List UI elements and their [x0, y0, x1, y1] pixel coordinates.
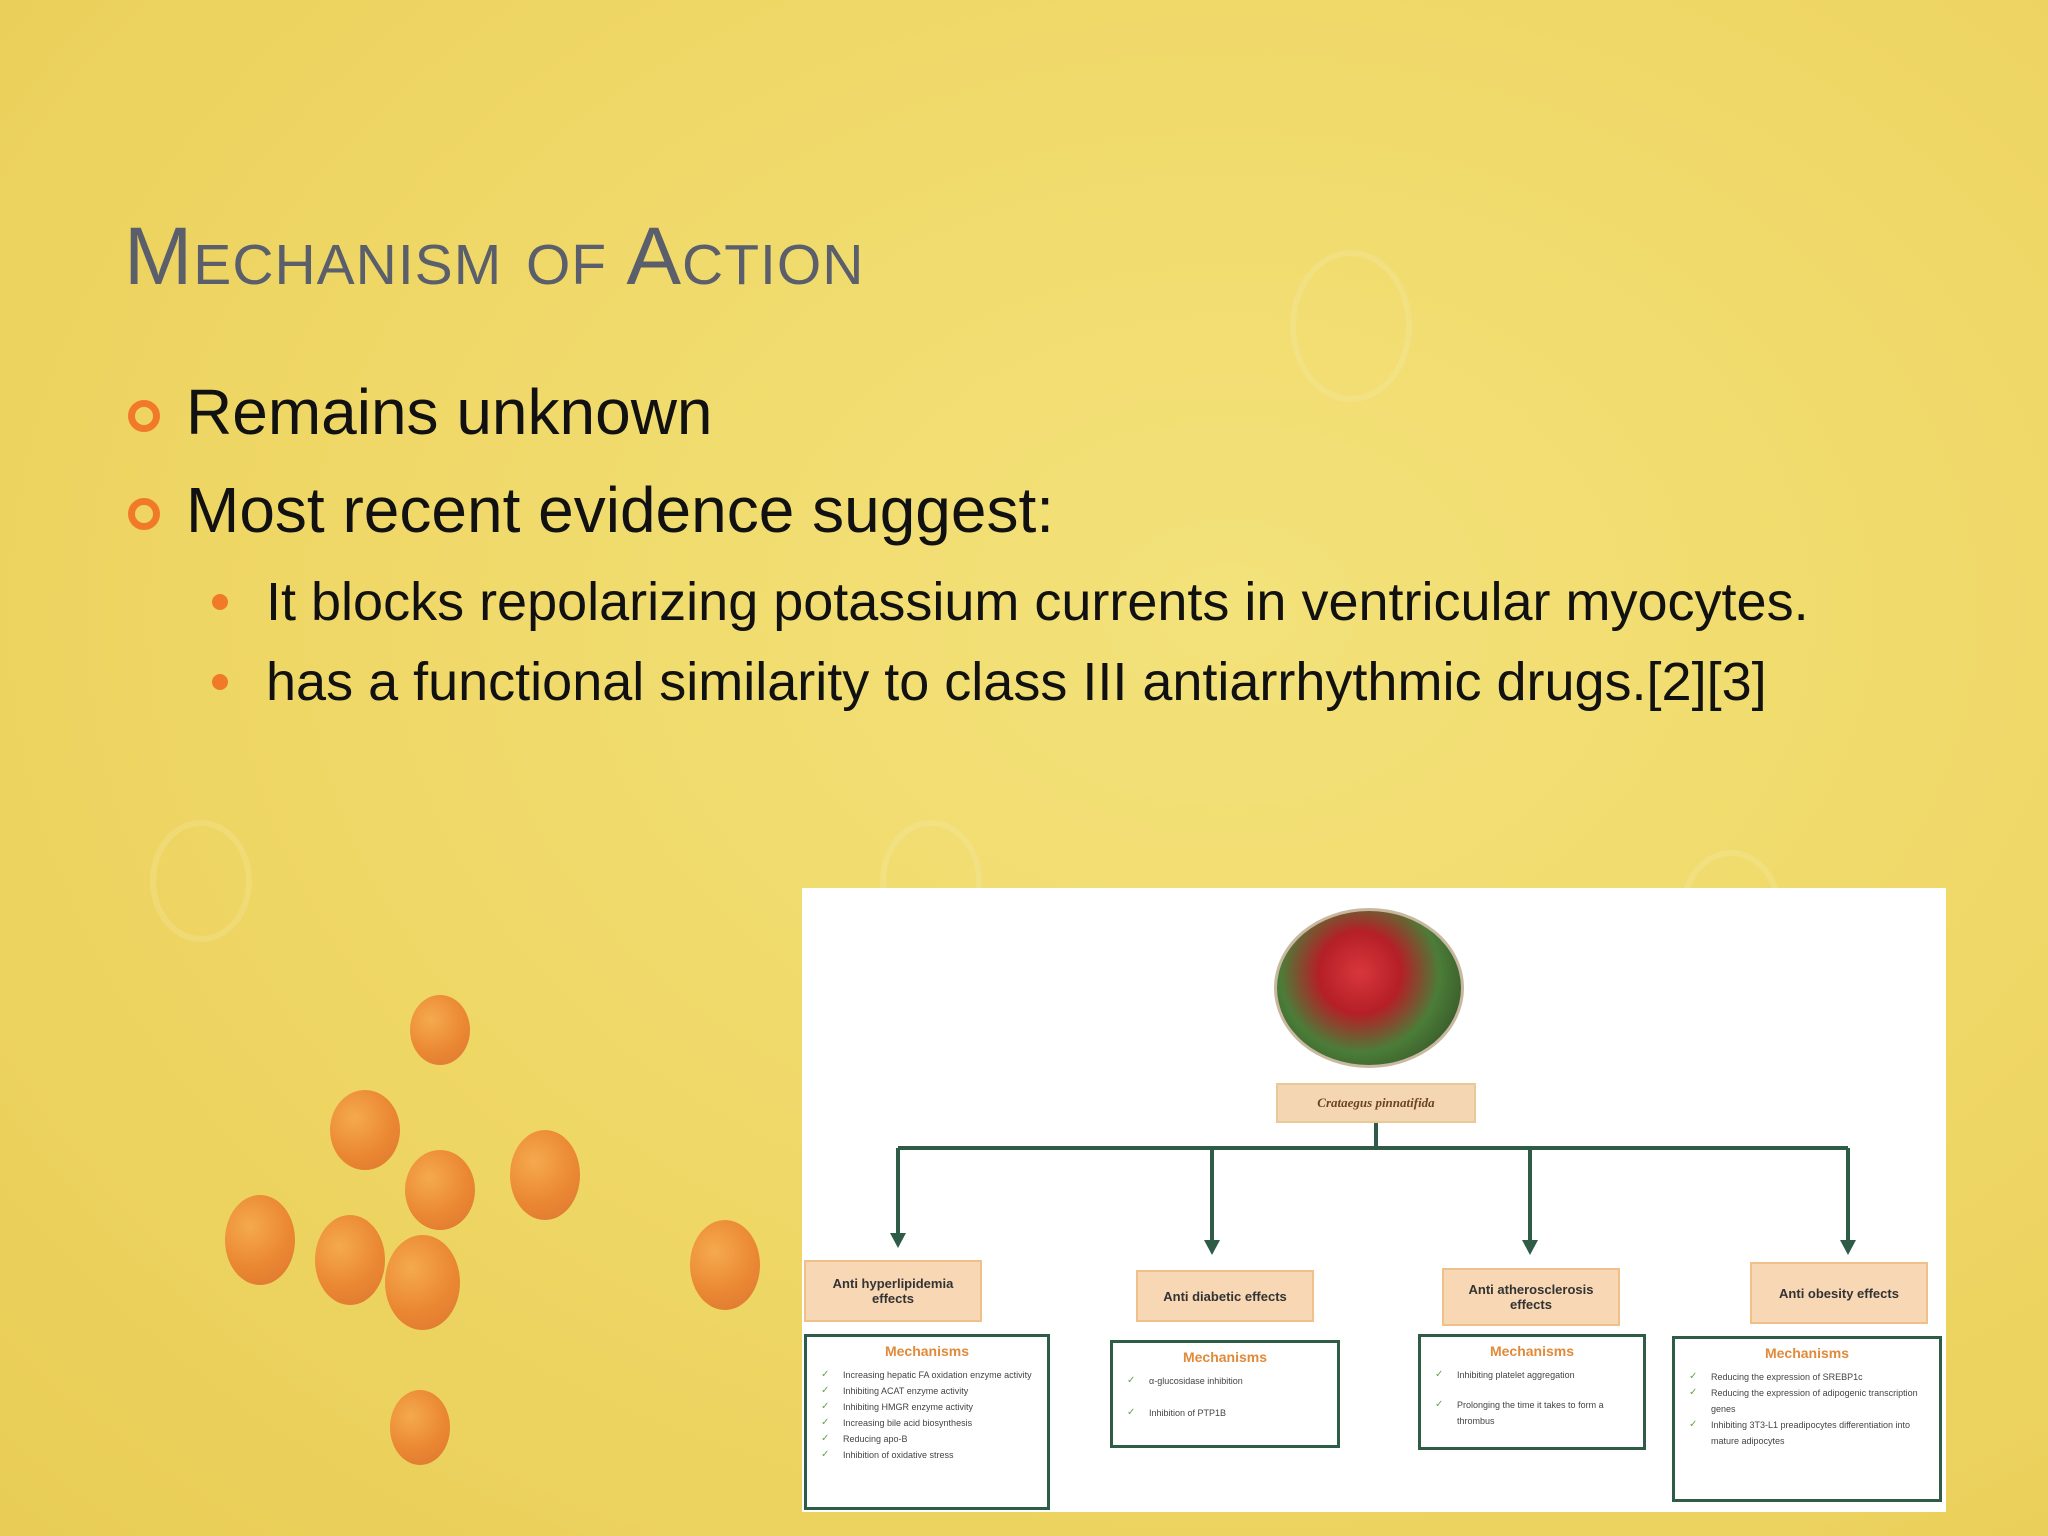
- sub-bullet-item: has a functional similarity to class III…: [212, 646, 1826, 718]
- ring-bullet-icon: [128, 400, 160, 432]
- category-box: Anti diabetic effects: [1136, 1270, 1314, 1322]
- background-swirl: [1290, 250, 1412, 402]
- mechanism-item: Inhibition of PTP1B: [1123, 1405, 1327, 1421]
- category-box: Anti obesity effects: [1750, 1262, 1928, 1324]
- mechanisms-box: Mechanisms α-glucosidase inhibition Inhi…: [1110, 1340, 1340, 1448]
- bullet-text: Remains unknown: [186, 376, 713, 448]
- dot-bullet-icon: [212, 674, 228, 690]
- mechanisms-box: Mechanisms Increasing hepatic FA oxidati…: [804, 1334, 1050, 1510]
- mechanism-item: Inhibiting ACAT enzyme activity: [817, 1383, 1037, 1399]
- background-berry: [690, 1220, 760, 1310]
- mechanisms-list: Reducing the expression of SREBP1c Reduc…: [1685, 1369, 1929, 1449]
- mechanisms-list: Inhibiting platelet aggregation Prolongi…: [1431, 1367, 1633, 1429]
- background-berry: [225, 1195, 295, 1285]
- sub-bullet-text: It blocks repolarizing potassium current…: [266, 572, 1809, 632]
- mechanism-item: Reducing apo-B: [817, 1431, 1037, 1447]
- mechanisms-heading: Mechanisms: [1764, 1345, 1850, 1361]
- dot-bullet-icon: [212, 594, 228, 610]
- sub-bullet-text: has a functional similarity to class III…: [266, 652, 1767, 712]
- mechanisms-box: Mechanisms Inhibiting platelet aggregati…: [1418, 1334, 1646, 1450]
- mechanism-item: Reducing the expression of adipogenic tr…: [1685, 1385, 1929, 1417]
- mechanisms-heading: Mechanisms: [884, 1343, 970, 1359]
- background-berry: [315, 1215, 385, 1305]
- background-berry: [510, 1130, 580, 1220]
- background-berry: [405, 1150, 475, 1230]
- mechanism-item: Increasing bile acid biosynthesis: [817, 1415, 1037, 1431]
- bullet-list: Remains unknown Most recent evidence sug…: [124, 370, 1824, 718]
- slide-title: Mechanism of Action: [124, 211, 865, 302]
- background-berry: [385, 1235, 460, 1330]
- background-berry: [390, 1390, 450, 1465]
- mechanism-item: Inhibition of oxidative stress: [817, 1447, 1037, 1463]
- mechanism-item: α-glucosidase inhibition: [1123, 1373, 1327, 1389]
- background-berry: [410, 995, 470, 1065]
- mechanism-item: Inhibiting platelet aggregation: [1431, 1367, 1633, 1383]
- sub-bullet-item: It blocks repolarizing potassium current…: [212, 566, 1826, 638]
- species-label: Crataegus pinnatifida: [1276, 1083, 1476, 1123]
- hawthorn-berries-photo: [1274, 908, 1464, 1068]
- diagram-connectors: [890, 1123, 1856, 1255]
- mechanism-item: Inhibiting 3T3-L1 preadipocytes differen…: [1685, 1417, 1929, 1449]
- mechanisms-list: α-glucosidase inhibition Inhibition of P…: [1123, 1373, 1327, 1421]
- mechanism-item: Inhibiting HMGR enzyme activity: [817, 1399, 1037, 1415]
- ring-bullet-icon: [128, 498, 160, 530]
- mechanisms-heading: Mechanisms: [1182, 1349, 1268, 1365]
- mechanism-diagram: Crataegus pinnatifida Anti hyperlipidemi…: [802, 888, 1946, 1512]
- bullet-text: Most recent evidence suggest:: [186, 474, 1055, 546]
- background-berry: [330, 1090, 400, 1170]
- mechanisms-list: Increasing hepatic FA oxidation enzyme a…: [817, 1367, 1037, 1463]
- mechanism-item: Reducing the expression of SREBP1c: [1685, 1369, 1929, 1385]
- mechanism-item: Prolonging the time it takes to form a t…: [1431, 1397, 1633, 1429]
- bullet-item: Remains unknown: [124, 370, 1824, 454]
- mechanisms-box: Mechanisms Reducing the expression of SR…: [1672, 1336, 1942, 1502]
- background-swirl: [150, 820, 252, 942]
- category-box: Anti hyperlipidemia effects: [804, 1260, 982, 1322]
- category-box: Anti atherosclerosis effects: [1442, 1268, 1620, 1326]
- bullet-item: Most recent evidence suggest:: [124, 468, 1824, 552]
- mechanism-item: Increasing hepatic FA oxidation enzyme a…: [817, 1367, 1037, 1383]
- mechanisms-heading: Mechanisms: [1489, 1343, 1575, 1359]
